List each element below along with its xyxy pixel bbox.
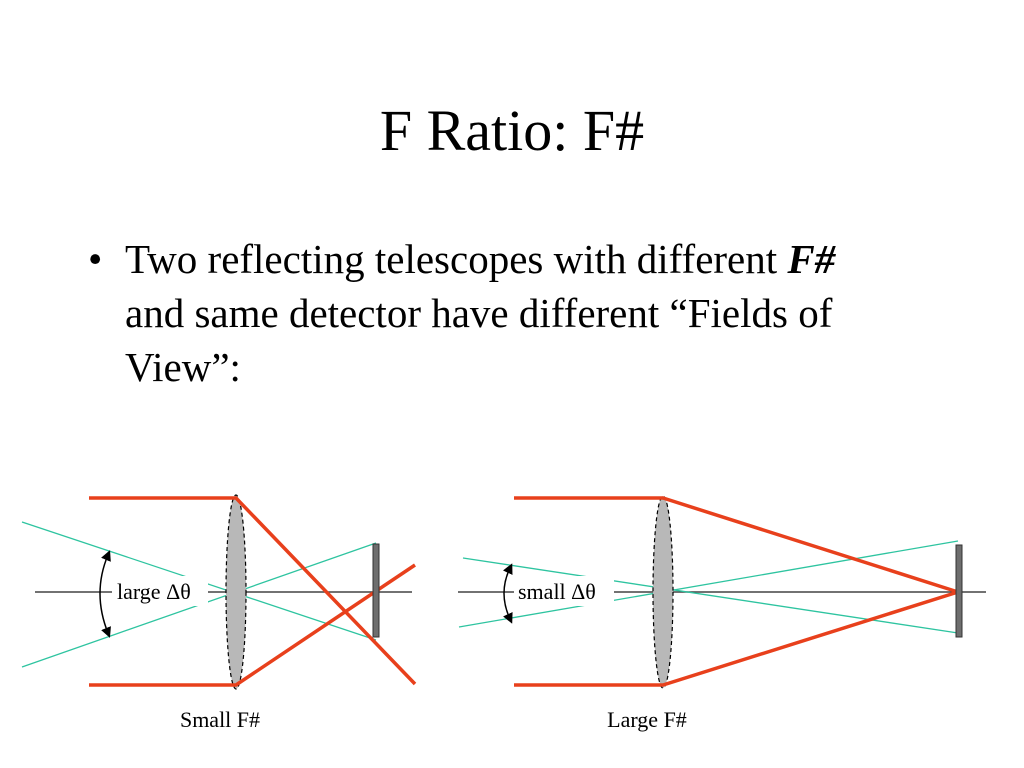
angle-arrow bbox=[99, 550, 111, 638]
bullet-line-3: View”: bbox=[125, 344, 241, 390]
angle-label-bg bbox=[112, 576, 208, 606]
marginal-ray-top bbox=[514, 496, 959, 594]
diagram-caption-left: Small F# bbox=[180, 707, 260, 732]
lens bbox=[652, 495, 674, 689]
lens bbox=[225, 494, 247, 690]
bullet-list: • Two reflecting telescopes with differe… bbox=[88, 232, 948, 394]
bullet-line-1-text: Two reflecting telescopes with different bbox=[125, 236, 788, 282]
marginal-ray-bottom bbox=[514, 590, 959, 687]
angle-label: small Δθ bbox=[518, 579, 596, 604]
angle-label: large Δθ bbox=[117, 579, 191, 604]
small-fnumber-diagram: large Δθ Small F# bbox=[21, 494, 417, 732]
slide-title: F Ratio: F# bbox=[379, 98, 645, 163]
marginal-ray-top bbox=[89, 496, 417, 686]
large-fnumber-diagram: small Δθ Large F# bbox=[458, 495, 986, 732]
angle-arrow bbox=[502, 563, 513, 624]
bullet-text: Two reflecting telescopes with different… bbox=[125, 232, 948, 394]
field-ray-upper bbox=[462, 557, 959, 634]
angle-label-bg bbox=[514, 576, 614, 606]
bullet-marker: • bbox=[88, 236, 103, 282]
diagram-caption-right: Large F# bbox=[607, 707, 687, 732]
bullet-item: • Two reflecting telescopes with differe… bbox=[88, 232, 948, 394]
detector bbox=[372, 543, 380, 638]
bullet-line-1: Two reflecting telescopes with different… bbox=[125, 236, 835, 282]
field-ray-lower bbox=[458, 540, 959, 628]
detector bbox=[955, 544, 963, 638]
bullet-line-2: and same detector have different “Fields… bbox=[125, 290, 833, 336]
bullet-fnumber-term: F# bbox=[787, 236, 836, 282]
marginal-ray-bottom bbox=[89, 563, 416, 687]
